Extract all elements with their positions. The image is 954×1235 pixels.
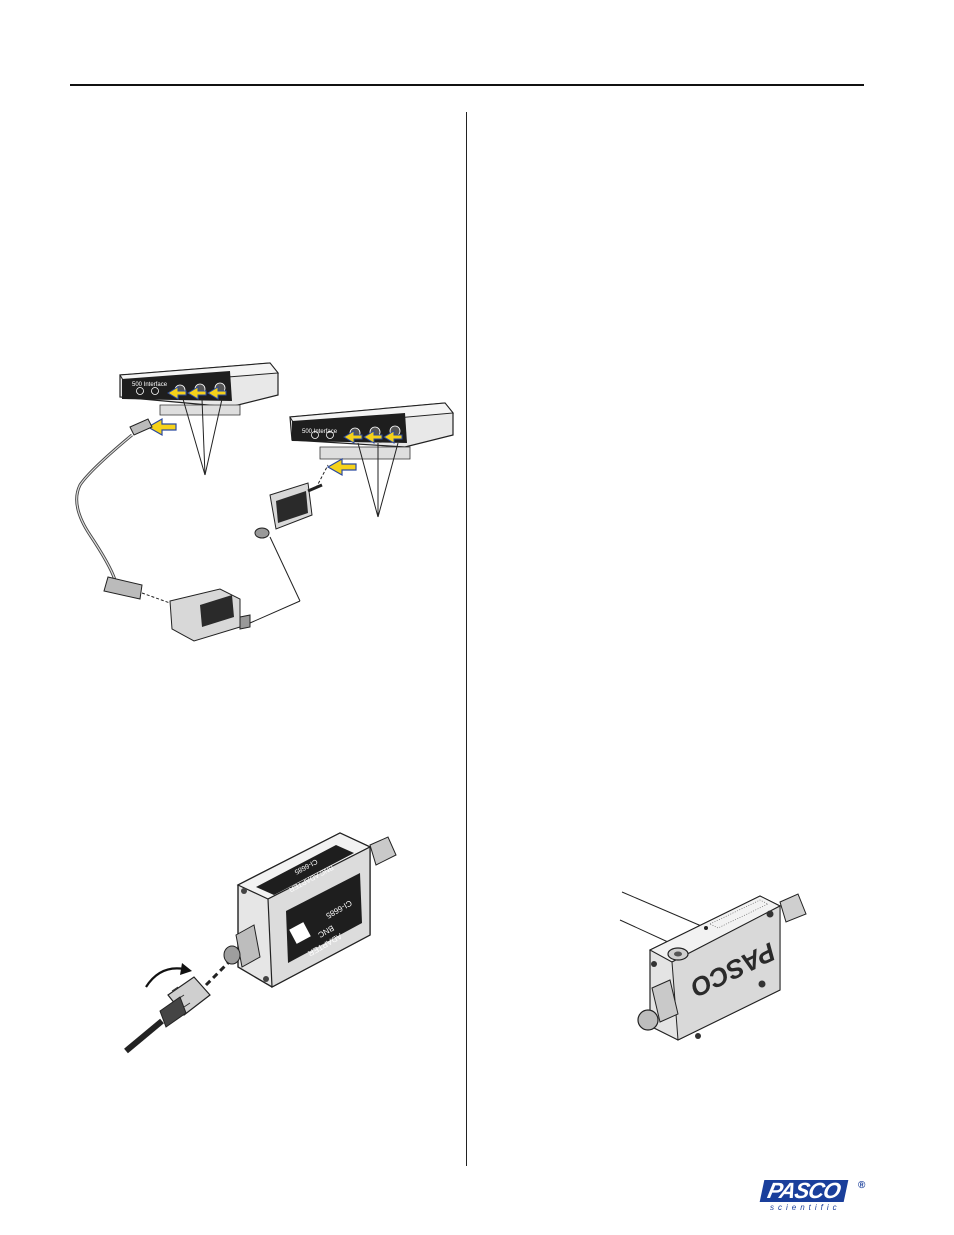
bnc-adapter-small-2 bbox=[169, 536, 301, 642]
sensor-cable bbox=[75, 418, 171, 604]
logo-registered-mark: ® bbox=[858, 1180, 866, 1191]
interface-unit-1: 500 Interface bbox=[119, 362, 279, 476]
logo-subtitle: scientific bbox=[770, 1203, 841, 1212]
interface-setup-figure: 500 Interface 500 Interface bbox=[60, 355, 460, 645]
interface-label-1: 500 Interface bbox=[132, 382, 168, 388]
column-divider bbox=[466, 112, 467, 1166]
bnc-adapter-large: CI-6685 BNC ADAPTER CI-6685 BNC ADAPTER bbox=[223, 832, 397, 988]
pasco-logo: PASCO ® scientific bbox=[759, 1178, 867, 1214]
bnc-adapter-small-1 bbox=[254, 464, 329, 539]
logo-word: PASCO bbox=[759, 1178, 848, 1203]
bnc-adapter-body: PASCO bbox=[637, 893, 807, 1041]
bnc-connect-figure: CI-6685 BNC ADAPTER CI-6685 BNC ADAPTER bbox=[120, 825, 410, 1055]
interface-label-2: 500 Interface bbox=[302, 429, 338, 435]
bnc-adapter-figure: PASCO bbox=[610, 880, 820, 1050]
interface-unit-2: 500 Interface bbox=[289, 402, 454, 518]
header-rule bbox=[70, 84, 864, 86]
bnc-cable-plug bbox=[124, 963, 211, 1054]
